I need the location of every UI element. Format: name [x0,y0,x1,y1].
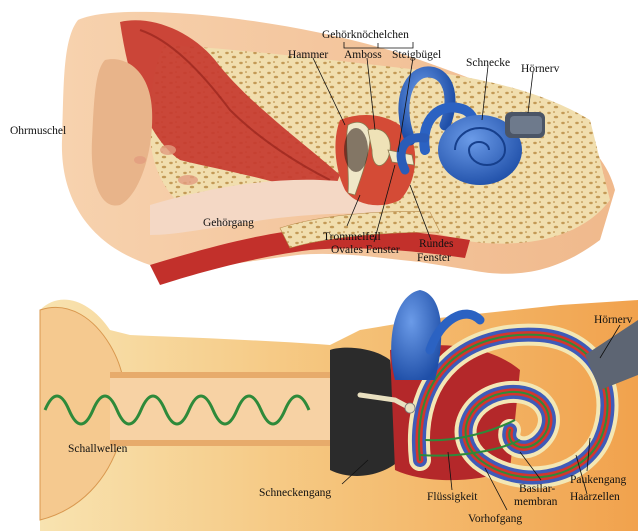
label-basilarmembran-2: membran [514,496,558,508]
label-rundes-fenster-1: Rundes [419,238,454,250]
label-amboss: Amboss [344,49,382,61]
label-haarzellen: Haarzellen [570,491,620,503]
label-paukengang: Paukengang [570,474,626,486]
label-schnecke: Schnecke [466,57,510,69]
label-schallwellen: Schallwellen [68,443,128,455]
label-rundes-fenster-2: Fenster [417,252,451,264]
label-hoernerv-top: Hörnerv [521,63,560,75]
label-gehoergang: Gehörgang [203,217,254,229]
label-ohrmuschel: Ohrmuschel [10,125,66,137]
label-steigbuegel: Steigbügel [392,49,441,61]
label-hoernerv-bottom: Hörnerv [594,314,633,326]
label-ovales-fenster: Ovales Fenster [331,244,400,256]
bottom-canal [110,378,340,440]
label-fluessigkeit: Flüssigkeit [427,491,478,503]
bottom-middle-ear [330,348,400,476]
label-vorhofgang: Vorhofgang [468,513,522,525]
label-trommelfell: Trommelfell [323,231,381,243]
tympanic-shadow [344,128,368,172]
label-basilarmembran-1: Basilar- [519,483,555,495]
label-hammer: Hammer [288,49,328,61]
label-schneckengang: Schneckengang [259,487,331,499]
label-gehoerknoechelchen: Gehörknöchelchen [322,29,409,41]
